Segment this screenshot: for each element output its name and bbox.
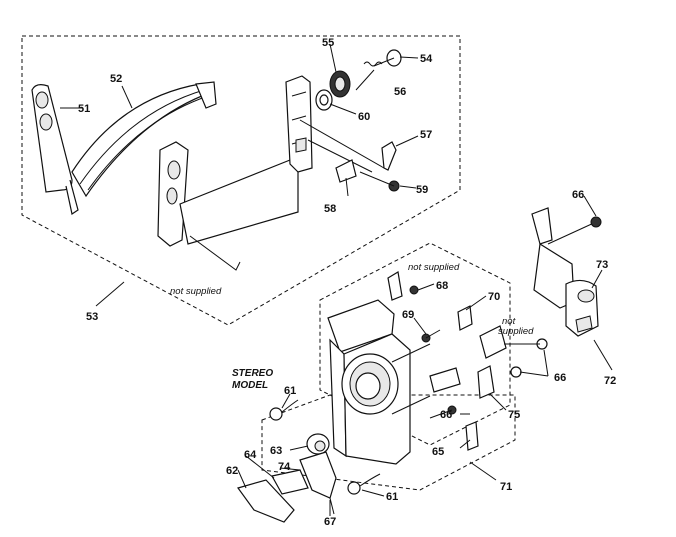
note-not-supplied-mid: not supplied: [408, 262, 460, 273]
jack-part-63: [306, 433, 330, 455]
callout-52: 52: [110, 73, 122, 85]
dial-part-55: [329, 70, 351, 98]
spring-part-56: [363, 61, 383, 67]
bracket-part-58: [335, 159, 357, 183]
callout-53: 53: [86, 311, 98, 323]
callout-71: 71: [500, 481, 512, 493]
label-stereo-line2: MODEL: [232, 380, 268, 391]
callout-55: 55: [322, 37, 334, 49]
callout-68: 68: [436, 280, 448, 292]
callout-60: 60: [358, 111, 370, 123]
callout-67: 67: [324, 516, 336, 528]
plate-part: [479, 325, 548, 378]
lens-housing-part: [327, 299, 431, 465]
callout-73: 73: [596, 259, 608, 271]
callout-61-lower: 61: [386, 491, 398, 503]
callout-75: 75: [508, 409, 520, 421]
upper-assembly-boundary: [21, 35, 461, 326]
callout-59: 59: [416, 184, 428, 196]
callout-66-mid: 66: [440, 409, 452, 421]
leader-lines: [60, 43, 613, 516]
note-not-supplied-right-line2: supplied: [498, 326, 534, 337]
front-assembly-boundary: [319, 242, 511, 446]
callout-56: 56: [394, 86, 406, 98]
side-frame-part: [157, 75, 385, 271]
callout-66-top: 66: [572, 189, 584, 201]
cover-part-62: [237, 479, 295, 523]
callout-51: 51: [78, 103, 90, 115]
lever-part-57: [381, 141, 397, 171]
callout-57: 57: [420, 129, 432, 141]
note-not-supplied-right-line1: not: [502, 316, 516, 327]
clip-part-70: [457, 305, 473, 331]
note-not-supplied-upper: not supplied: [170, 286, 222, 297]
callout-69: 69: [402, 309, 414, 321]
screw-part-54: [373, 49, 402, 67]
lid-part-64: [271, 469, 309, 495]
screw-part-59: [359, 171, 400, 192]
connector-part-61-lower: [347, 473, 381, 495]
callout-66-right: 66: [554, 372, 566, 384]
right-bracket-part: [531, 207, 602, 337]
callout-72: 72: [604, 375, 616, 387]
bracket-part-74-67: [299, 451, 337, 515]
callout-63: 63: [270, 445, 282, 457]
clip-part-68: [387, 271, 419, 301]
grip-belt-part: [71, 81, 217, 198]
callout-62: 62: [226, 465, 238, 477]
lower-assembly-boundary: [261, 394, 516, 491]
washer-part-60: [315, 89, 333, 111]
connector-part-61-upper: [269, 399, 299, 421]
bracket-part-75: [429, 365, 495, 399]
callout-54: 54: [420, 53, 433, 65]
callout-61-upper: 61: [284, 385, 296, 397]
label-stereo-line1: STEREO: [232, 368, 273, 379]
callout-64: 64: [244, 449, 257, 461]
screw-part-66-lower: [429, 405, 457, 419]
callout-74: 74: [278, 461, 291, 473]
cam-part-65: [465, 421, 479, 451]
callout-65: 65: [432, 446, 444, 458]
callout-58: 58: [324, 203, 336, 215]
callout-70: 70: [488, 291, 500, 303]
strap-end-cap-part: [31, 84, 79, 215]
